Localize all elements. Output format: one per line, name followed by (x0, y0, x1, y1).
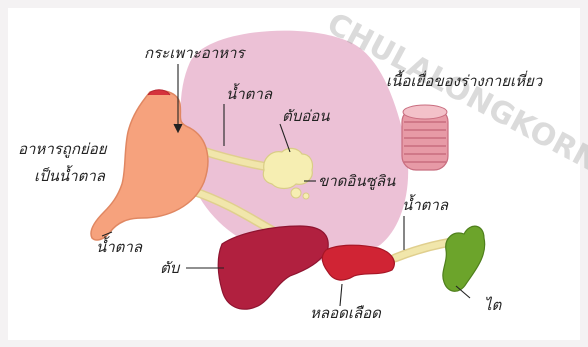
label-pancreas: ตับอ่อน (282, 107, 330, 125)
label-kidney: ไต (484, 296, 503, 314)
label-insulin-deficiency: ขาดอินซูลิน (318, 172, 396, 190)
label-tissue: เนื้อเยื่อของร่างกายเหี่ยว (386, 70, 544, 90)
label-sugar-kidney: น้ำตาล (402, 194, 449, 214)
label-sugar-pancreas: น้ำตาล (226, 83, 273, 103)
label-liver: ตับ (160, 259, 181, 277)
label-sugar-stomach: น้ำตาล (96, 236, 143, 256)
label-blood-vessel: หลอดเลือด (310, 304, 382, 322)
tissue-coil (402, 105, 448, 170)
label-food-digested-2: เป็นน้ำตาล (34, 165, 106, 185)
label-food-digested-1: อาหารถูกย่อย (18, 140, 108, 158)
label-stomach: กระเพาะอาหาร (144, 44, 246, 62)
